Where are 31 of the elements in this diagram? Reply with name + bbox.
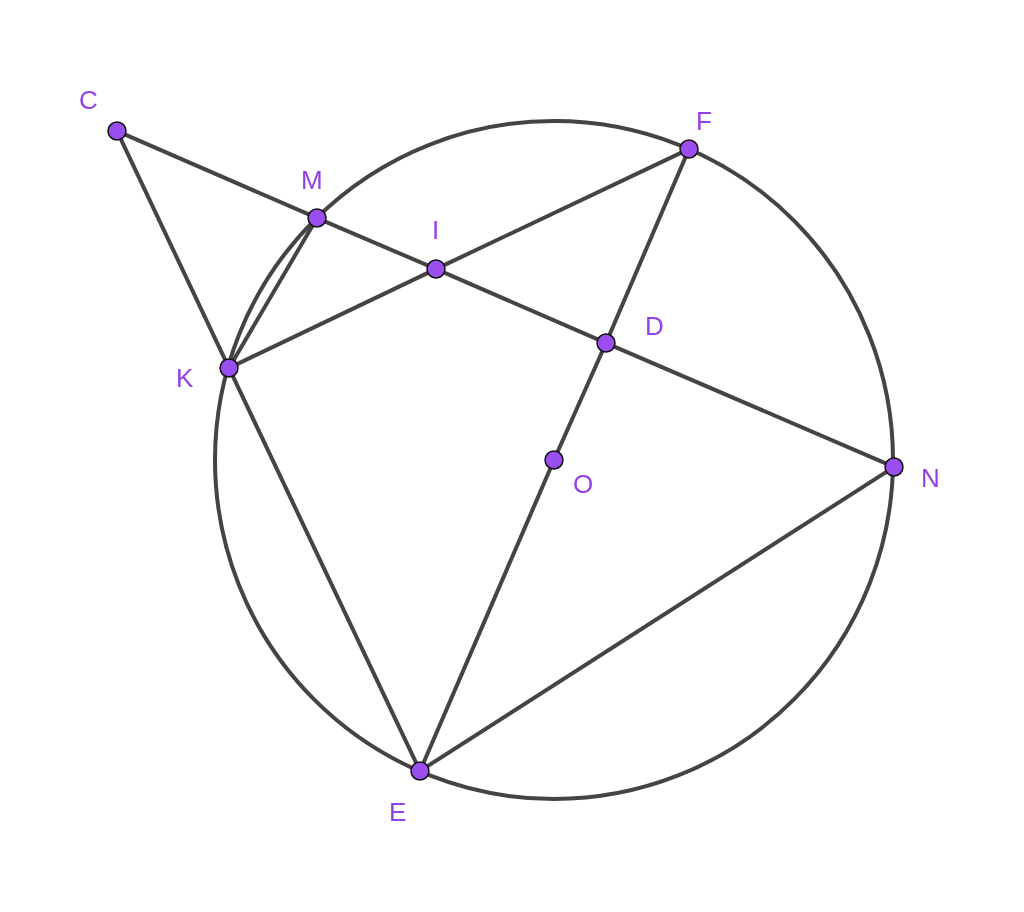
- point-label: N: [921, 464, 940, 492]
- line-segment: [607, 156, 688, 336]
- point-label: C: [79, 86, 98, 114]
- line-segment: [236, 271, 429, 366]
- line-segment: [555, 350, 605, 453]
- line-segment: [443, 270, 599, 342]
- point-dot: [884, 457, 904, 477]
- point-dot: [679, 139, 699, 159]
- point-dot: [426, 259, 446, 279]
- point-dot: [410, 761, 430, 781]
- point-label: O: [573, 470, 594, 498]
- point-label: K: [176, 364, 194, 392]
- point-dot: [596, 333, 616, 353]
- line-segment: [426, 470, 888, 768]
- point-label: I: [432, 216, 440, 244]
- line-segment: [324, 219, 429, 268]
- point-dot: [107, 121, 127, 141]
- line-segment: [231, 375, 418, 764]
- line-segment: [119, 138, 227, 361]
- line-segment: [124, 132, 310, 217]
- point-label: M: [301, 166, 323, 194]
- point-label: E: [389, 798, 407, 826]
- point-dot: [307, 208, 327, 228]
- line-segment: [421, 467, 553, 764]
- line-segment: [613, 344, 887, 466]
- point-dot: [544, 450, 564, 470]
- line-segment: [231, 224, 315, 362]
- point-label: F: [696, 107, 712, 135]
- point-label: D: [645, 312, 664, 340]
- point-dot: [219, 358, 239, 378]
- line-segment: [443, 151, 682, 267]
